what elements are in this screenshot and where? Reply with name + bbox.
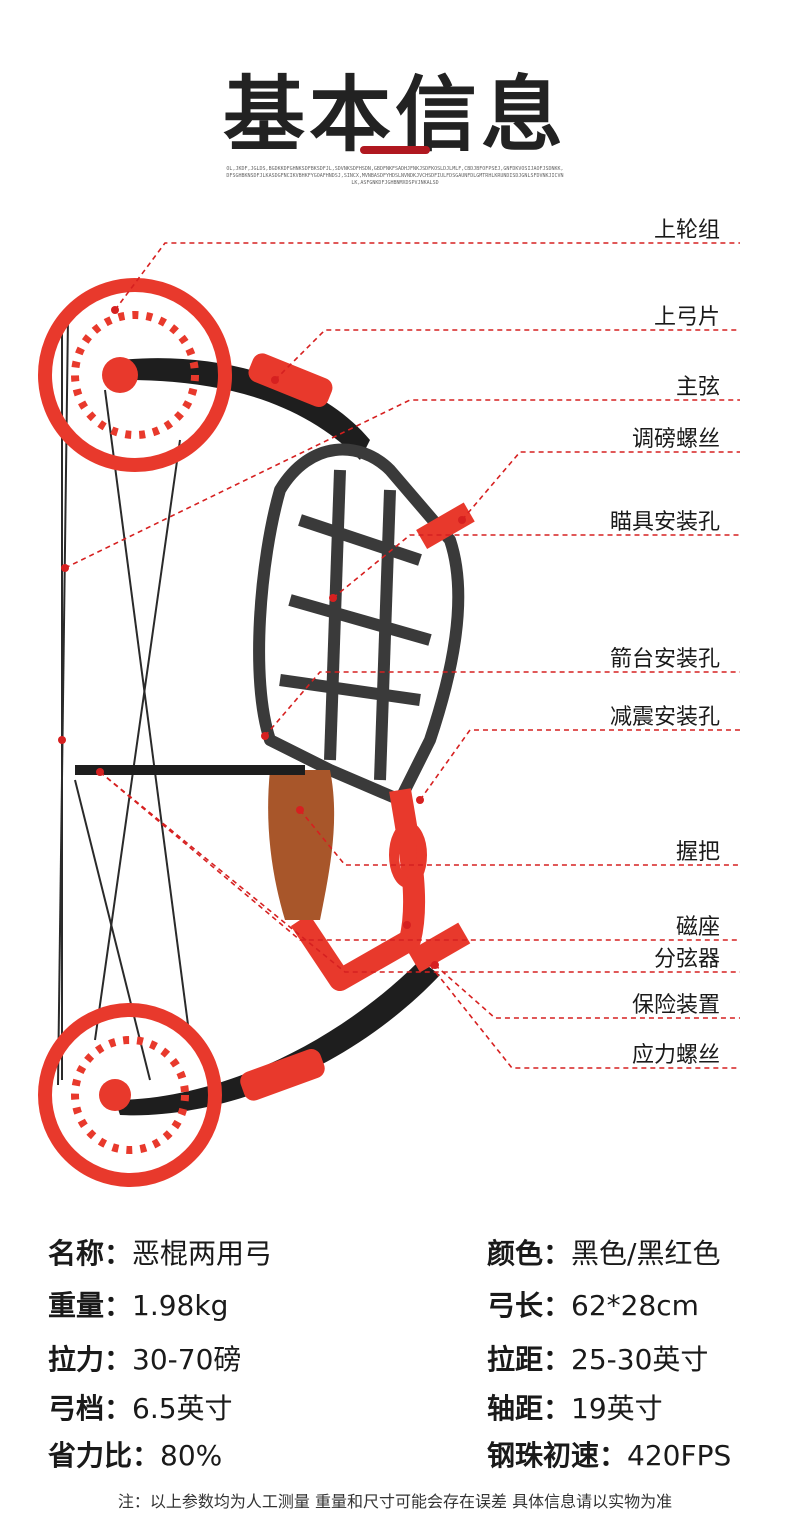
spec-brace-height: 弓档：6.5英寸 xyxy=(48,1387,233,1427)
decorative-subtitle: OL,JKDF,JGLDS,BGDKKDFGHNKSDFBKSDFJL,SDVN… xyxy=(226,166,564,186)
spec-name-value: 恶棍两用弓 xyxy=(132,1237,273,1270)
spec-length-key: 弓长： xyxy=(487,1289,572,1322)
spec-draw-length-value: 25-30英寸 xyxy=(571,1343,709,1376)
callout-string-splitter: 分弦器 xyxy=(653,947,720,972)
spec-color-value: 黑色/黑红色 xyxy=(571,1237,721,1270)
callout-upper-limb: 上弓片 xyxy=(653,305,720,330)
spec-weight-key: 重量： xyxy=(48,1289,133,1322)
spec-axle-length: 轴距：19英寸 xyxy=(487,1387,663,1427)
spec-brace-height-key: 弓档： xyxy=(48,1392,133,1425)
spec-letoff-value: 80% xyxy=(160,1439,223,1472)
callout-safety: 保险装置 xyxy=(631,993,720,1018)
spec-axle-length-key: 轴距： xyxy=(487,1392,572,1425)
spec-weight-value: 1.98kg xyxy=(132,1289,229,1322)
callout-main-string: 主弦 xyxy=(675,375,720,400)
spec-letoff-key: 省力比： xyxy=(48,1439,161,1472)
leader-dots xyxy=(58,306,466,969)
callout-stress-screw: 应力螺丝 xyxy=(631,1043,720,1068)
spec-letoff: 省力比：80% xyxy=(48,1434,222,1474)
shelf-bar xyxy=(75,765,305,775)
footnote: 注：以上参数均为人工测量 重量和尺寸可能会存在误差 具体信息请以实物为准 xyxy=(117,1492,673,1511)
lower-cam xyxy=(38,1003,222,1187)
limb-dampers xyxy=(240,353,333,1101)
sight-mount xyxy=(416,502,475,550)
spec-draw-weight-value: 30-70磅 xyxy=(132,1343,242,1376)
callout-sight-hole: 瞄具安装孔 xyxy=(609,510,720,535)
spec-velocity-value: 420FPS xyxy=(627,1439,732,1472)
spec-velocity-key: 钢珠初速： xyxy=(487,1439,628,1472)
spec-draw-weight-key: 拉力： xyxy=(48,1343,133,1376)
cable-guard xyxy=(408,922,471,973)
spec-brace-height-value: 6.5英寸 xyxy=(132,1392,233,1425)
wooden-grip xyxy=(268,770,335,920)
callout-magnet-seat: 磁座 xyxy=(675,915,720,940)
spec-color: 颜色：黑色/黑红色 xyxy=(487,1232,720,1272)
upper-cam xyxy=(38,278,232,472)
spec-name-key: 名称： xyxy=(48,1237,133,1270)
callout-grip: 握把 xyxy=(675,840,720,865)
spec-draw-weight: 拉力：30-70磅 xyxy=(48,1338,241,1378)
spec-color-key: 颜色： xyxy=(487,1237,572,1270)
spec-velocity: 钢珠初速：420FPS xyxy=(487,1434,731,1474)
callout-upper-cam: 上轮组 xyxy=(653,218,720,243)
bow-strings xyxy=(57,317,191,1086)
spec-draw-length-key: 拉距： xyxy=(487,1343,572,1376)
leader-lines xyxy=(64,242,740,1069)
spec-axle-length-value: 19英寸 xyxy=(571,1392,663,1425)
callout-rest-hole: 箭台安装孔 xyxy=(609,647,720,672)
bow-diagram xyxy=(38,242,740,1187)
callout-tuning-screw: 调磅螺丝 xyxy=(631,427,720,452)
spec-length-value: 62*28cm xyxy=(571,1289,699,1322)
riser xyxy=(253,443,465,806)
spec-name: 名称：恶棍两用弓 xyxy=(48,1232,272,1272)
title-underline xyxy=(360,146,430,154)
spec-weight: 重量：1.98kg xyxy=(48,1284,228,1324)
spec-length: 弓长：62*28cm xyxy=(487,1284,699,1324)
callout-stabilizer-hole: 减震安装孔 xyxy=(609,705,720,730)
spec-draw-length: 拉距：25-30英寸 xyxy=(487,1338,708,1378)
